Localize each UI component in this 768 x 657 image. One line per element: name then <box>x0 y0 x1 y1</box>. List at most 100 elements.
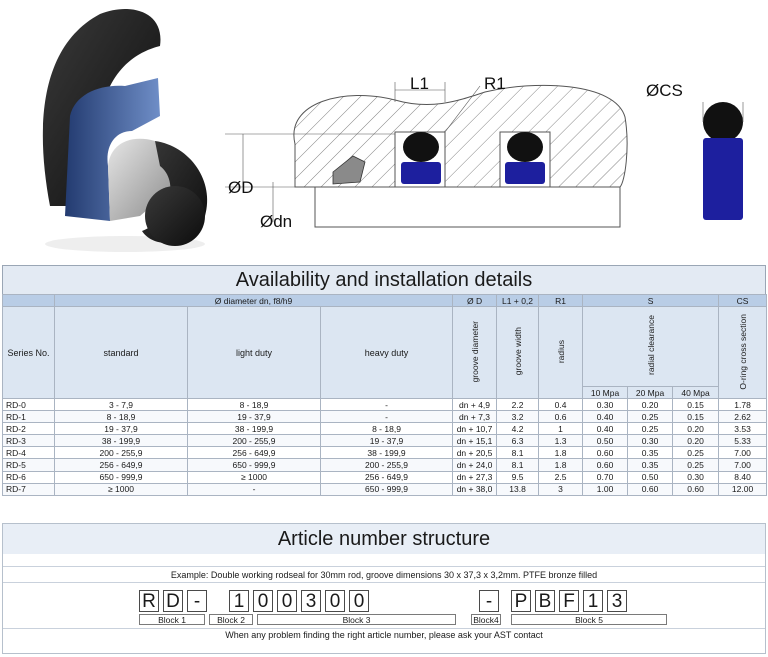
article-char-box: F <box>559 590 579 612</box>
cell-od: dn + 20,5 <box>452 446 498 460</box>
cell-standard: 200 - 255,9 <box>54 446 188 460</box>
cell-s20: 0.35 <box>627 446 674 460</box>
cell-r1: 2.5 <box>538 470 584 484</box>
article-section: Article number structure Example: Double… <box>2 523 766 654</box>
article-char-box: 0 <box>349 590 369 612</box>
cell-series: RD-3 <box>2 434 55 448</box>
cell-cs: 7.00 <box>718 458 768 472</box>
cell-s20: 0.20 <box>627 397 674 412</box>
cell-s10: 0.60 <box>582 458 629 472</box>
cell-l1: 3.2 <box>496 410 540 424</box>
cell-light: - <box>187 482 321 496</box>
cell-od: dn + 27,3 <box>452 470 498 484</box>
cell-light: 38 - 199,9 <box>187 422 321 436</box>
table-header-row-mid: Series No. standard light duty heavy dut… <box>2 306 768 399</box>
cell-light: 650 - 999,9 <box>187 458 321 472</box>
block-3-label: Block 3 <box>257 614 456 625</box>
block-1-label: Block 1 <box>139 614 205 625</box>
cell-cs: 8.40 <box>718 470 768 484</box>
cell-heavy: 8 - 18,9 <box>319 422 454 436</box>
cell-l1: 4.2 <box>496 422 540 436</box>
article-char-box: 0 <box>253 590 273 612</box>
cell-od: dn + 15,1 <box>452 434 498 448</box>
cell-s40: 0.30 <box>672 470 720 484</box>
table-header-row-top: Ø diameter dn, f8/h9 Ø D L1 + 0,2 R1 S C… <box>2 294 768 307</box>
cell-s20: 0.60 <box>627 482 674 496</box>
cell-heavy: - <box>319 410 454 424</box>
article-char-box: D <box>163 590 183 612</box>
article-char-box: 1 <box>229 590 249 612</box>
cell-s40: 0.60 <box>672 482 720 496</box>
cell-series: RD-4 <box>2 446 55 460</box>
cell-s20: 0.25 <box>627 410 674 424</box>
cell-s10: 0.70 <box>582 470 629 484</box>
article-char-box: 0 <box>325 590 345 612</box>
header-blank <box>2 294 55 307</box>
cell-r1: 0.4 <box>538 397 584 412</box>
cell-standard: 19 - 37,9 <box>54 422 188 436</box>
cell-s40: 0.20 <box>672 434 720 448</box>
header-standard: standard <box>54 306 188 399</box>
label-l1: L1 <box>410 74 429 93</box>
header-pressure-10: 10 Mpa <box>582 386 629 399</box>
cell-r1: 1.8 <box>538 458 584 472</box>
cell-od: dn + 7,3 <box>452 410 498 424</box>
header-l1: L1 + 0,2 <box>496 294 540 307</box>
article-title: Article number structure <box>3 524 765 554</box>
header-heavy: heavy duty <box>319 306 454 399</box>
cell-s10: 0.60 <box>582 446 629 460</box>
seal-3d-render <box>42 8 208 252</box>
cell-cs: 12.00 <box>718 482 768 496</box>
cell-light: 200 - 255,9 <box>187 434 321 448</box>
availability-section: Availability and installation details Ø … <box>2 265 768 496</box>
cell-r1: 3 <box>538 482 584 496</box>
cell-heavy: 200 - 255,9 <box>319 458 454 472</box>
article-char-box: R <box>139 590 159 612</box>
cell-standard: 256 - 649,9 <box>54 458 188 472</box>
header-od: Ø D <box>452 294 498 307</box>
header-light: light duty <box>187 306 321 399</box>
cell-s20: 0.35 <box>627 458 674 472</box>
cell-heavy: 38 - 199,9 <box>319 446 454 460</box>
article-char-box: P <box>511 590 531 612</box>
header-oring-cs: O-ring cross section <box>718 306 768 399</box>
article-char-box: 1 <box>583 590 603 612</box>
groove-cross-section-drawing <box>225 82 628 228</box>
cell-l1: 8.1 <box>496 446 540 460</box>
cell-series: RD-2 <box>2 422 55 436</box>
cell-l1: 2.2 <box>496 397 540 412</box>
cell-s20: 0.25 <box>627 422 674 436</box>
cell-standard: 3 - 7,9 <box>54 397 188 412</box>
block-5-label: Block 5 <box>511 614 667 625</box>
cell-heavy: 650 - 999,9 <box>319 482 454 496</box>
cell-standard: 650 - 999,9 <box>54 470 188 484</box>
cell-light: ≥ 1000 <box>187 470 321 484</box>
block-2-label: Block 2 <box>209 614 253 625</box>
article-example: Example: Double working rodseal for 30mm… <box>3 566 765 583</box>
cell-s10: 0.40 <box>582 410 629 424</box>
article-note: When any problem finding the right artic… <box>3 628 765 642</box>
cell-r1: 1.3 <box>538 434 584 448</box>
cell-series: RD-6 <box>2 470 55 484</box>
cell-l1: 9.5 <box>496 470 540 484</box>
cell-s10: 0.50 <box>582 434 629 448</box>
cell-l1: 13.8 <box>496 482 540 496</box>
cell-light: 256 - 649,9 <box>187 446 321 460</box>
cell-cs: 3.53 <box>718 422 768 436</box>
header-groove-diameter: groove diameter <box>452 306 498 399</box>
header-pressure-40: 40 Mpa <box>672 386 720 399</box>
cell-series: RD-1 <box>2 410 55 424</box>
article-char-box: 3 <box>607 590 627 612</box>
cell-od: dn + 24,0 <box>452 458 498 472</box>
cell-heavy: - <box>319 397 454 412</box>
header-radial-clearance: radial clearance <box>582 306 720 387</box>
header-r1: R1 <box>538 294 584 307</box>
